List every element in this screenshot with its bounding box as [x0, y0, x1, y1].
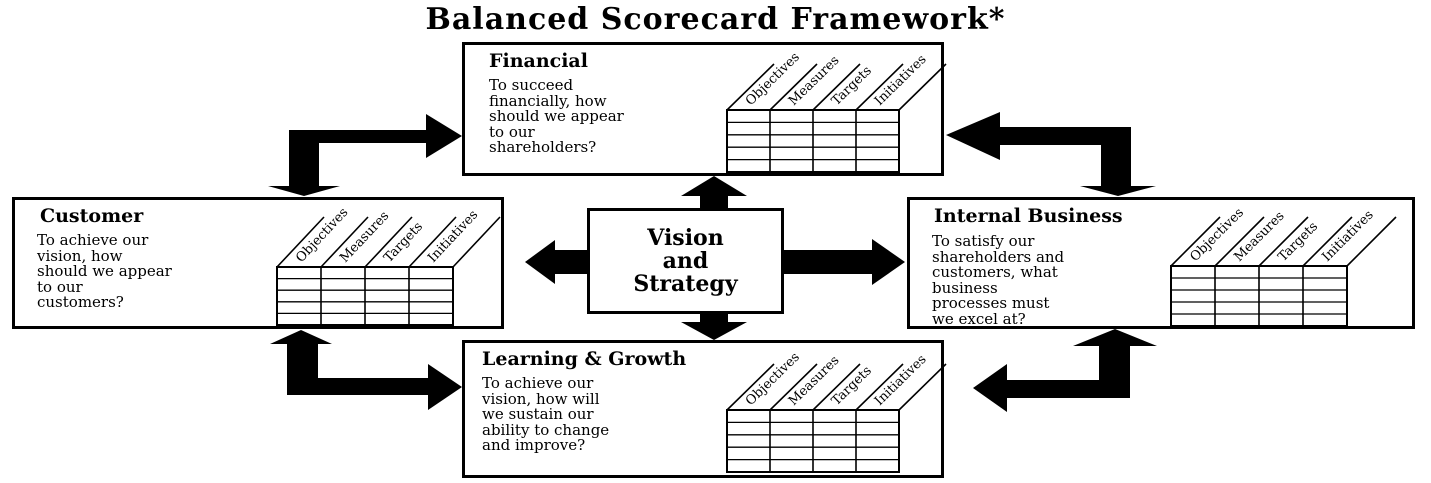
grid-header-slant-line [898, 63, 947, 111]
grid-header-slant-line [812, 63, 861, 111]
grid-header-slant-line [1170, 216, 1221, 267]
grid-header-slant-line [812, 363, 861, 411]
question-line: shareholders? [489, 138, 597, 156]
question-line: to our [489, 122, 535, 141]
perspective-question-internal-business: To satisfy our shareholders and customer… [932, 232, 1182, 328]
diagram-title: Balanced Scorecard Framework* [425, 2, 1006, 37]
question-line: and improve? [482, 436, 586, 454]
perspective-question-learning-growth: To achieve our vision, how will we susta… [482, 374, 732, 454]
question-line: business [932, 278, 998, 297]
perspective-question-customer: To achieve our vision, how should we app… [37, 231, 287, 311]
arrow-financial-internal-business-bidirectional [946, 112, 1156, 196]
question-line: vision, how will [482, 389, 600, 408]
arrow-internal-business-learning-growth-bidirectional [973, 329, 1157, 412]
arrow-customer-learning-growth-bidirectional [270, 330, 462, 410]
vision-strategy-line: Strategy [633, 270, 738, 297]
vision-strategy-line: Vision [647, 224, 724, 251]
question-line: To satisfy our [932, 232, 1035, 250]
column-header-initiatives: Initiatives [872, 52, 930, 109]
perspective-title-financial: Financial [489, 50, 588, 72]
question-line: To achieve our [37, 231, 149, 249]
grid-header-slant-line [726, 363, 775, 411]
question-line: to our [37, 277, 83, 296]
grid-header-slant-line [408, 216, 457, 268]
grid-header-slant-line [855, 63, 904, 111]
grid-header-slant-line [769, 63, 818, 111]
grid-header-slant-line [452, 216, 501, 268]
question-line: customers? [37, 293, 124, 311]
grid-header-slant-line [1346, 216, 1397, 267]
question-line: ability to change [482, 420, 610, 439]
column-header-initiatives: Initiatives [872, 352, 930, 409]
question-line: shareholders and [932, 247, 1065, 266]
question-line: vision, how [37, 246, 123, 265]
grid-header-slant-line [855, 363, 904, 411]
question-line: processes must [932, 294, 1050, 312]
question-line: should we appear [37, 262, 172, 280]
arrows [268, 112, 1157, 412]
arrow-customer-financial-bidirectional [268, 114, 462, 196]
grid-header-slant-line [898, 363, 947, 411]
perspective-title-customer: Customer [40, 205, 144, 227]
perspective-title-learning-growth: Learning & Growth [482, 348, 687, 370]
grid-header-slant-line [364, 216, 413, 268]
column-header-initiatives: Initiatives [425, 207, 481, 265]
question-line: To achieve our [482, 374, 594, 392]
question-line: To succeed [489, 76, 574, 94]
grid-header-slant-line [276, 216, 325, 268]
grid-header-slant-line [726, 63, 775, 111]
question-line: should we appear [489, 107, 624, 125]
arrow-center-to-learning-growth [681, 314, 747, 340]
grid-header-slant-line [320, 216, 369, 268]
perspective-question-financial: To succeed financially, how should we ap… [489, 76, 739, 156]
grid-header-slant-line [1302, 216, 1353, 267]
question-line: we excel at? [932, 309, 1026, 328]
grid-header-slant-line [1214, 216, 1265, 267]
question-line: customers, what [932, 263, 1058, 281]
internal-business-box: Internal Business To satisfy our shareho… [907, 197, 1415, 329]
question-line: we sustain our [482, 405, 594, 423]
perspective-title-internal-business: Internal Business [934, 205, 1123, 227]
column-header-initiatives: Initiatives [1319, 208, 1376, 265]
question-line: financially, how [489, 91, 607, 110]
vision-strategy-line: and [662, 247, 709, 274]
grid-header-slant-line [769, 363, 818, 411]
vision-strategy-box: Vision and Strategy [587, 208, 784, 314]
arrow-center-to-financial [681, 176, 747, 208]
arrow-center-to-internal-business [784, 239, 905, 285]
arrow-center-to-customer [525, 240, 587, 284]
grid-header-slant-line [1258, 216, 1309, 267]
